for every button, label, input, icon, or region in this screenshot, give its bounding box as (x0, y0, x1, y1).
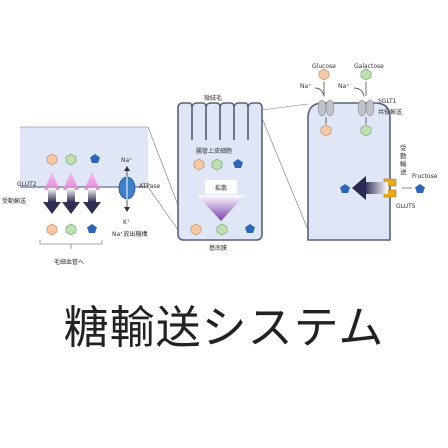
glucose-hexagon-apical (318, 68, 330, 81)
label-fructose: Fructose (412, 173, 438, 180)
diffusion-arrow-shaft (205, 180, 237, 194)
fructose-pentagon-out (87, 224, 97, 233)
label-basement-membrane: 基底膜 (209, 244, 227, 252)
label-diffusion: 拡散 (215, 184, 227, 192)
glucose-hexagon (46, 153, 58, 166)
page-title: 糖輸送システム (63, 301, 385, 354)
fructose-pentagon (90, 154, 100, 163)
label-na-efflux: Na⁺放出機構 (112, 230, 147, 238)
apical-cell-outline (307, 102, 391, 241)
sglt1-transporter-a (317, 99, 335, 117)
fructose-pentagon-bottom (245, 224, 255, 233)
galactose-hexagon-inside (360, 124, 372, 137)
apical-panel: Glucose Galactose Na⁺ Na⁺ SGLT1 共役輸送 受動輸… (300, 63, 438, 241)
sugar-transport-diagram: GLUT2 受動輸送 Na⁺ ATPase K⁺ Na⁺放出機構 毛細血管へ 微… (2, 63, 438, 266)
label-atpase: ATPase (139, 183, 160, 190)
label-microvilli: 微絨毛 (204, 94, 222, 102)
glucose-hexagon-cell (193, 158, 205, 171)
label-galactose: Galactose (354, 63, 384, 70)
diffusion-arrow (197, 195, 245, 221)
svg-text:受動輸送: 受動輸送 (400, 143, 407, 176)
label-facilitated-vertical: 受動輸送 (400, 143, 407, 176)
sglt1-transporter-b (357, 99, 375, 117)
fructose-pentagon-cell (233, 159, 243, 168)
label-cotransport: 共役輸送 (378, 108, 402, 116)
galactose-hexagon-apical (360, 68, 372, 81)
glut5-arrow (352, 176, 366, 200)
galactose-hexagon-cell (211, 158, 223, 171)
label-glucose: Glucose (312, 63, 336, 70)
zoom-connectors (147, 103, 309, 231)
capillary-brace (39, 240, 103, 249)
glut5-arrow-shaft (364, 182, 388, 194)
label-na-plus-2: Na⁺ (338, 83, 349, 90)
basolateral-panel: GLUT2 受動輸送 Na⁺ ATPase K⁺ Na⁺放出機構 毛細血管へ (2, 126, 160, 266)
label-glut2: GLUT2 (17, 181, 37, 188)
passive-transport-arrows (43, 188, 101, 214)
glucose-hexagon-out (46, 223, 58, 236)
label-to-capillary: 毛細血管へ (54, 258, 84, 266)
label-epithelial-cell: 腸管上皮細胞 (196, 147, 232, 155)
label-na-basal: Na⁺ (121, 157, 132, 164)
galactose-hexagon (65, 153, 77, 166)
galactose-hexagon-bottom (216, 223, 228, 236)
epithelial-cell: 微絨毛 腸管上皮細胞 拡散 基底膜 (177, 94, 263, 252)
epithelial-cell-outline (177, 102, 263, 241)
label-passive-transport: 受動輸送 (2, 197, 26, 205)
fructose-pentagon-inside (340, 184, 350, 193)
galactose-hexagon-out (65, 223, 77, 236)
label-glut5: GLUT5 (396, 203, 416, 210)
glut2-channels (44, 172, 100, 190)
label-sglt1: SGLT1 (378, 98, 397, 105)
glucose-hexagon-inside (320, 124, 332, 137)
label-k-plus: K⁺ (123, 219, 130, 226)
fructose-pentagon-lumen (415, 184, 425, 193)
glucose-hexagon-bottom (190, 223, 202, 236)
label-na-plus-1: Na⁺ (300, 83, 311, 90)
